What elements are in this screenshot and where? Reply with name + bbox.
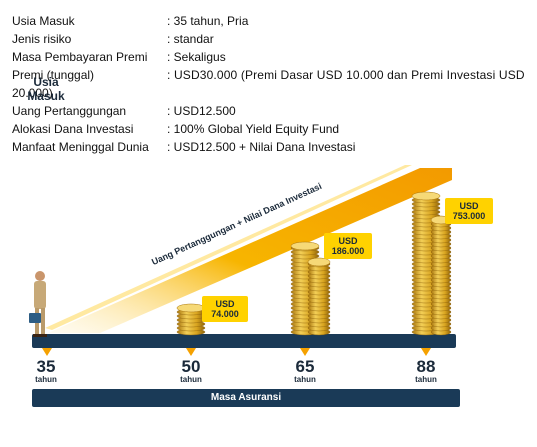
premi-value-continued: 20.000) [12, 86, 53, 100]
callout-88-currency: USD [459, 201, 479, 211]
policy-info-table: Usia Masuk : 35 tahun, Pria Jenis risiko… [12, 12, 525, 156]
age-50-number: 50 [181, 357, 201, 376]
alokasi-value: : 100% Global Yield Equity Fund [167, 122, 340, 136]
callout-50-amount: 74.000 [211, 309, 239, 319]
callout-50-currency: USD [215, 299, 235, 309]
manfaat-value: : USD12.500 + Nilai Dana Investasi [167, 140, 356, 154]
age-88: 88 tahun [410, 358, 442, 384]
insurance-period-bar: Masa Asuransi [32, 389, 460, 407]
up-value: : USD12.500 [167, 104, 236, 118]
premi-label: Premi (tunggal) [12, 68, 95, 82]
masa-premi-label: Masa Pembayaran Premi [12, 50, 148, 64]
age-88-number: 88 [416, 357, 436, 376]
info-row-premi: Premi (tunggal) : USD30.000 (Premi Dasar… [12, 66, 525, 102]
masa-premi-value: : Sekaligus [167, 50, 226, 64]
info-row-alokasi: Alokasi Dana Investasi : 100% Global Yie… [12, 120, 524, 138]
manfaat-label: Manfaat Meninggal Dunia [12, 140, 149, 154]
callout-65-currency: USD [338, 236, 358, 246]
info-row-manfaat: Manfaat Meninggal Dunia : USD12.500 + Ni… [12, 138, 524, 156]
marker-88 [421, 348, 431, 356]
callout-65-amount: 186.000 [331, 246, 365, 256]
timeline-bar [32, 334, 456, 348]
coin-stack-88 [411, 191, 452, 336]
marker-65 [300, 348, 310, 356]
age-35: 35 tahun [30, 358, 62, 384]
age-65: 65 tahun [289, 358, 321, 384]
age-65-number: 65 [295, 357, 315, 376]
growth-arrow [48, 168, 452, 333]
entry-age-label: Usia Masuk [27, 75, 65, 103]
age-88-unit: tahun [415, 375, 437, 384]
callout-65: USD 186.000 [324, 233, 372, 259]
callout-88: USD 753.000 [445, 198, 493, 224]
risiko-label: Jenis risiko [12, 32, 72, 46]
info-row-risiko: Jenis risiko : standar [12, 30, 524, 48]
premi-value: : USD30.000 (Premi Dasar USD 10.000 dan … [167, 68, 525, 82]
callout-88-amount: 753.000 [452, 211, 486, 221]
coin-stack-65 [290, 241, 331, 336]
growth-arrow-upper-line [45, 165, 412, 330]
usia-value: : 35 tahun, Pria [167, 14, 249, 28]
callout-50: USD 74.000 [202, 296, 248, 322]
up-label: Uang Pertanggungan [12, 104, 127, 118]
info-row-masa-premi: Masa Pembayaran Premi : Sekaligus [12, 48, 524, 66]
marker-35 [42, 348, 52, 356]
age-35-unit: tahun [35, 375, 57, 384]
marker-50 [186, 348, 196, 356]
coin-stack-50 [176, 303, 206, 336]
info-row-usia: Usia Masuk : 35 tahun, Pria [12, 12, 524, 30]
usia-label: Usia Masuk [12, 14, 75, 28]
man-figure-icon [29, 271, 47, 337]
age-50: 50 tahun [175, 358, 207, 384]
alokasi-label: Alokasi Dana Investasi [12, 122, 134, 136]
risiko-value: : standar [167, 32, 214, 46]
age-50-unit: tahun [180, 375, 202, 384]
age-65-unit: tahun [294, 375, 316, 384]
age-35-number: 35 [36, 357, 56, 376]
info-row-up: Uang Pertanggungan : USD12.500 [12, 102, 524, 120]
